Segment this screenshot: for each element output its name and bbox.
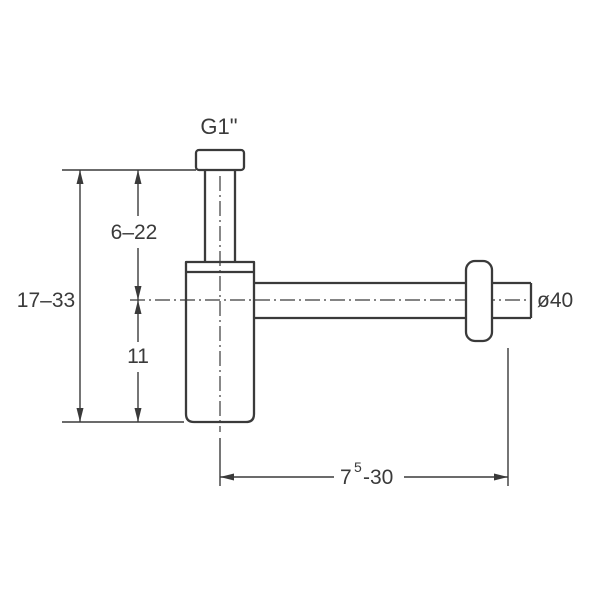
dim-label-17-33: 17–33 <box>17 289 75 312</box>
thread-label: G1" <box>200 114 237 139</box>
arrow-up-icon <box>134 170 142 184</box>
wall-flange <box>464 259 494 343</box>
dim-label-bottom-rest: -30 <box>363 466 393 489</box>
inlet-pipe <box>203 170 237 262</box>
thread-cap <box>194 148 246 172</box>
arrow-down-icon <box>76 408 84 422</box>
arrow-up-icon <box>134 300 142 314</box>
arrow-down-icon <box>134 286 142 300</box>
dimension-17-33: 17–33 <box>17 170 84 422</box>
dim-label-bottom-base: 7 <box>340 466 352 489</box>
arrow-up-icon <box>76 170 84 184</box>
dimension-6-22: 6–22 <box>111 170 158 300</box>
dim-label-11: 11 <box>127 345 149 368</box>
centerlines <box>130 176 531 432</box>
extension-lines-left <box>62 169 196 423</box>
dimension-11: 11 <box>127 300 149 422</box>
arrow-right-icon <box>494 473 508 481</box>
arrow-left-icon <box>220 473 234 481</box>
trap-outline <box>184 148 533 424</box>
dimension-bottom: 7 5 -30 <box>219 348 509 489</box>
trap-body <box>184 260 256 424</box>
arrow-down-icon <box>134 408 142 422</box>
dim-label-bottom-sup: 5 <box>354 459 362 475</box>
diameter-label: ø40 <box>537 289 573 312</box>
dim-label-6-22: 6–22 <box>111 221 158 244</box>
